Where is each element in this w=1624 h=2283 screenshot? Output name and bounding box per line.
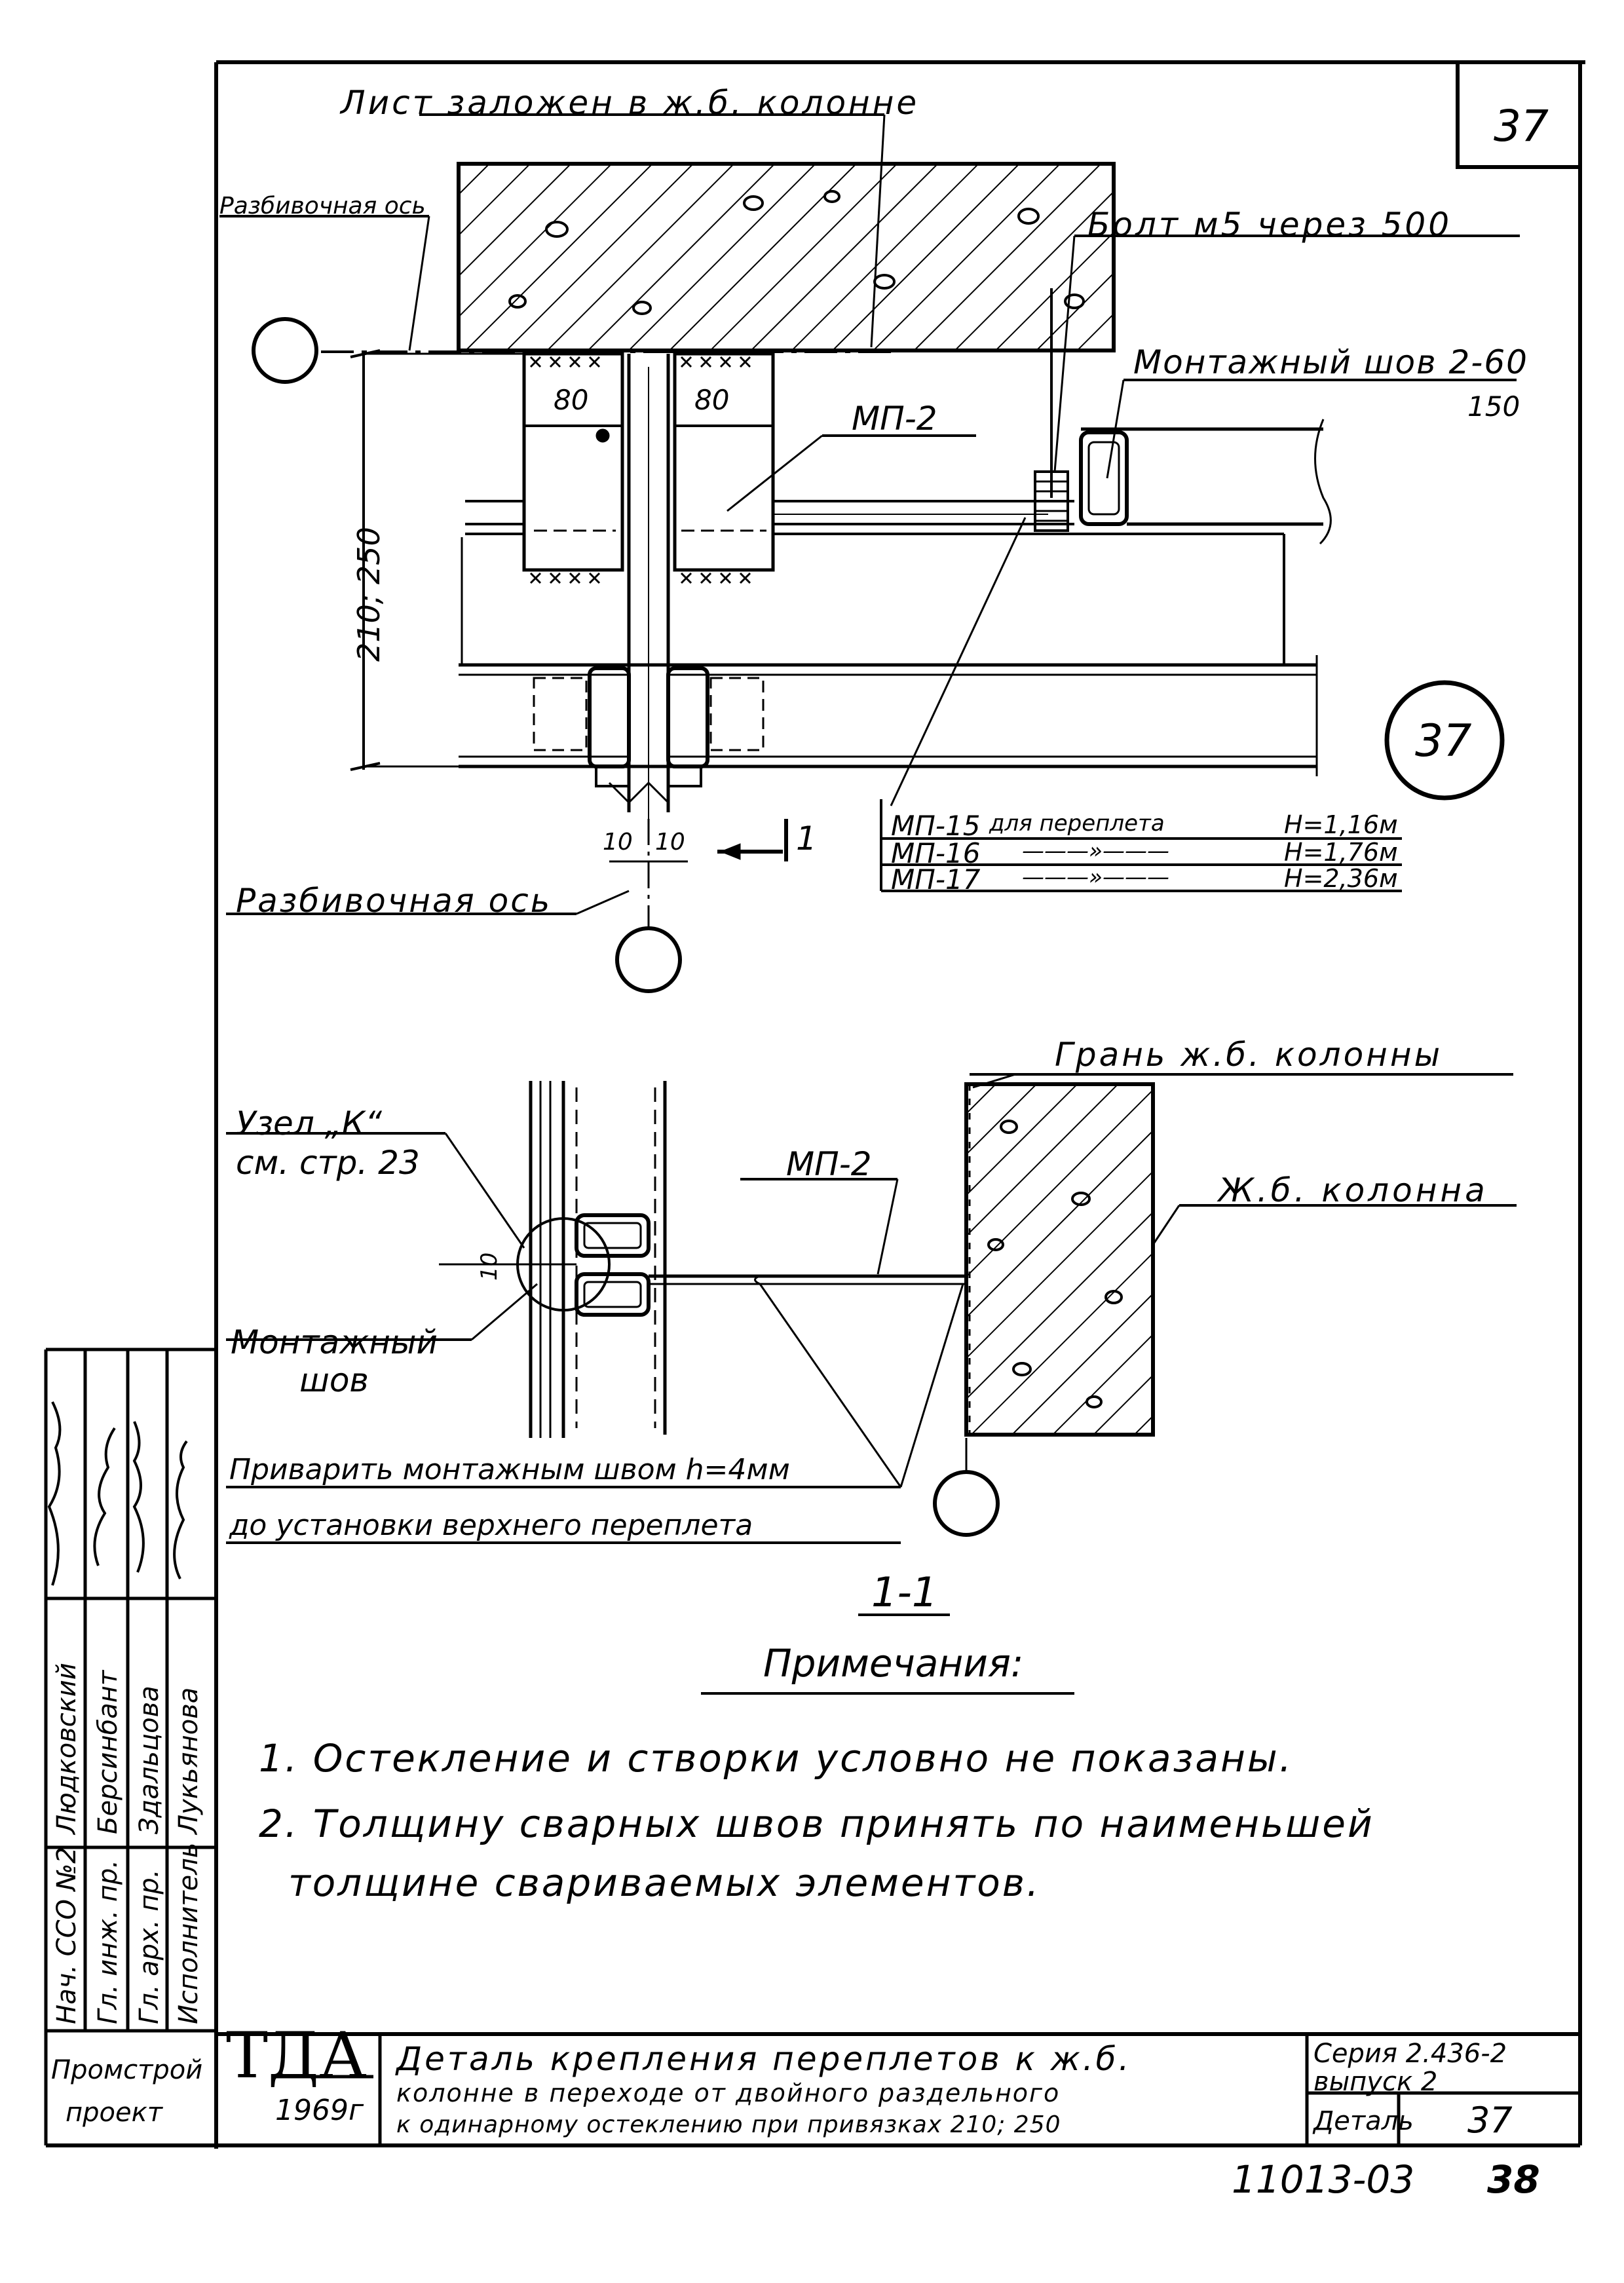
section-view xyxy=(226,1073,1517,1695)
parts-row-2-purpose: ———»——— xyxy=(1022,838,1169,864)
detail-label: Деталь xyxy=(1313,2106,1414,2136)
weld-instruction-2: до установки верхнего переплета xyxy=(229,1509,753,1542)
note-2: 2. Толщину сварных швов принять по наиме… xyxy=(259,1802,1374,1846)
page-number: 38 xyxy=(1487,2157,1540,2202)
parts-row-2-part: МП-16 xyxy=(891,837,981,869)
parts-row-3-part: МП-17 xyxy=(891,863,981,896)
callout-number: 37 xyxy=(1415,715,1472,767)
title-block-lines xyxy=(275,2034,1580,2145)
note-2-cont: толщине свариваемых элементов. xyxy=(288,1860,1041,1905)
column-label: Ж.б. колонна xyxy=(1218,1171,1488,1209)
weld-label-sub: 150 xyxy=(1467,390,1520,423)
dim-gap-left: 10 xyxy=(603,829,633,856)
title-line-1: Деталь крепления переплетов к ж.б. xyxy=(396,2040,1132,2078)
parts-row-1-part: МП-15 xyxy=(891,810,981,842)
notes-heading: Примечания: xyxy=(763,1641,1024,1686)
gap-dim: 10 xyxy=(476,1252,502,1281)
axis-label-bottom: Разбивочная ось xyxy=(236,882,552,920)
sheet-number: 37 xyxy=(1494,101,1549,151)
dim-80-right: 80 xyxy=(694,384,730,416)
note-1: 1. Остекление и створки условно не показ… xyxy=(259,1736,1294,1781)
section-title: 1-1 xyxy=(871,1568,938,1616)
sig-name-2: Берсинбант xyxy=(93,1670,123,1834)
title-line-2: колонне в переходе от двойного раздельно… xyxy=(396,2079,1061,2107)
section-weld-label: Монтажный шов xyxy=(231,1323,438,1399)
parts-row-2-height: Н=1,76м xyxy=(1284,838,1398,867)
handwritten-signatures xyxy=(47,1401,188,1586)
sig-name-3: Здальцова xyxy=(134,1686,164,1834)
issue-label: выпуск 2 xyxy=(1313,2067,1438,2097)
sig-role-4: Исполнитель xyxy=(174,1842,204,2024)
org-name-2: проект xyxy=(66,2098,163,2128)
column-face-label: Грань ж.б. колонны xyxy=(1055,1036,1443,1074)
parts-row-3-purpose: ———»——— xyxy=(1022,864,1169,890)
node-ref-page: см. стр. 23 xyxy=(236,1144,420,1182)
sig-name-1: Людковский xyxy=(52,1663,82,1834)
section-mark: 1 xyxy=(796,820,817,858)
parts-row-1-height: Н=1,16м xyxy=(1284,810,1398,839)
year: 1969г xyxy=(275,2094,364,2127)
embedded-plate-label: Лист заложен в ж.б. колонне xyxy=(341,84,920,122)
detail-number: 37 xyxy=(1467,2100,1513,2141)
axis-label-top: Разбивочная ось xyxy=(219,193,426,219)
bolt-label: Болт м5 через 500 xyxy=(1087,206,1452,244)
mullion-right xyxy=(673,352,775,572)
weld-instruction: Приварить монтажным швом h=4мм xyxy=(229,1453,790,1486)
logo-tda: ТДА xyxy=(226,2019,367,2092)
mullion-left xyxy=(522,352,624,572)
dim-80-left: 80 xyxy=(554,384,589,416)
sig-role-1: Нач. ССО №2 xyxy=(52,1847,82,2024)
title-line-3: к одинарному остеклению при привязках 21… xyxy=(396,2111,1061,2138)
sig-name-4: Лукьянова xyxy=(174,1687,204,1834)
section-mp2-label: МП-2 xyxy=(786,1145,872,1183)
dim-gap-right: 10 xyxy=(655,829,685,856)
sheet-frame xyxy=(46,60,1585,2149)
concrete-column-side xyxy=(964,1082,1155,1437)
sig-role-2: Гл. инж. пр. xyxy=(93,1859,123,2024)
dim-height: 210; 250 xyxy=(351,527,387,662)
sig-role-3: Гл. арх. пр. xyxy=(134,1869,164,2024)
concrete-column-top xyxy=(457,162,1116,352)
parts-row-1-purpose: для переплета xyxy=(989,810,1165,837)
top-view xyxy=(219,113,1520,993)
org-name: Промстрой xyxy=(51,2055,203,2085)
node-ref-label: Узел „К“ xyxy=(236,1104,382,1142)
parts-row-3-height: Н=2,36м xyxy=(1284,864,1398,893)
signature-table-lines xyxy=(44,1348,216,2145)
series-label: Серия 2.436-2 xyxy=(1313,2039,1507,2069)
part-mp2-label: МП-2 xyxy=(852,400,937,438)
weld-label: Монтажный шов 2-60 xyxy=(1133,343,1528,381)
doc-code: 11013-03 xyxy=(1232,2157,1415,2202)
